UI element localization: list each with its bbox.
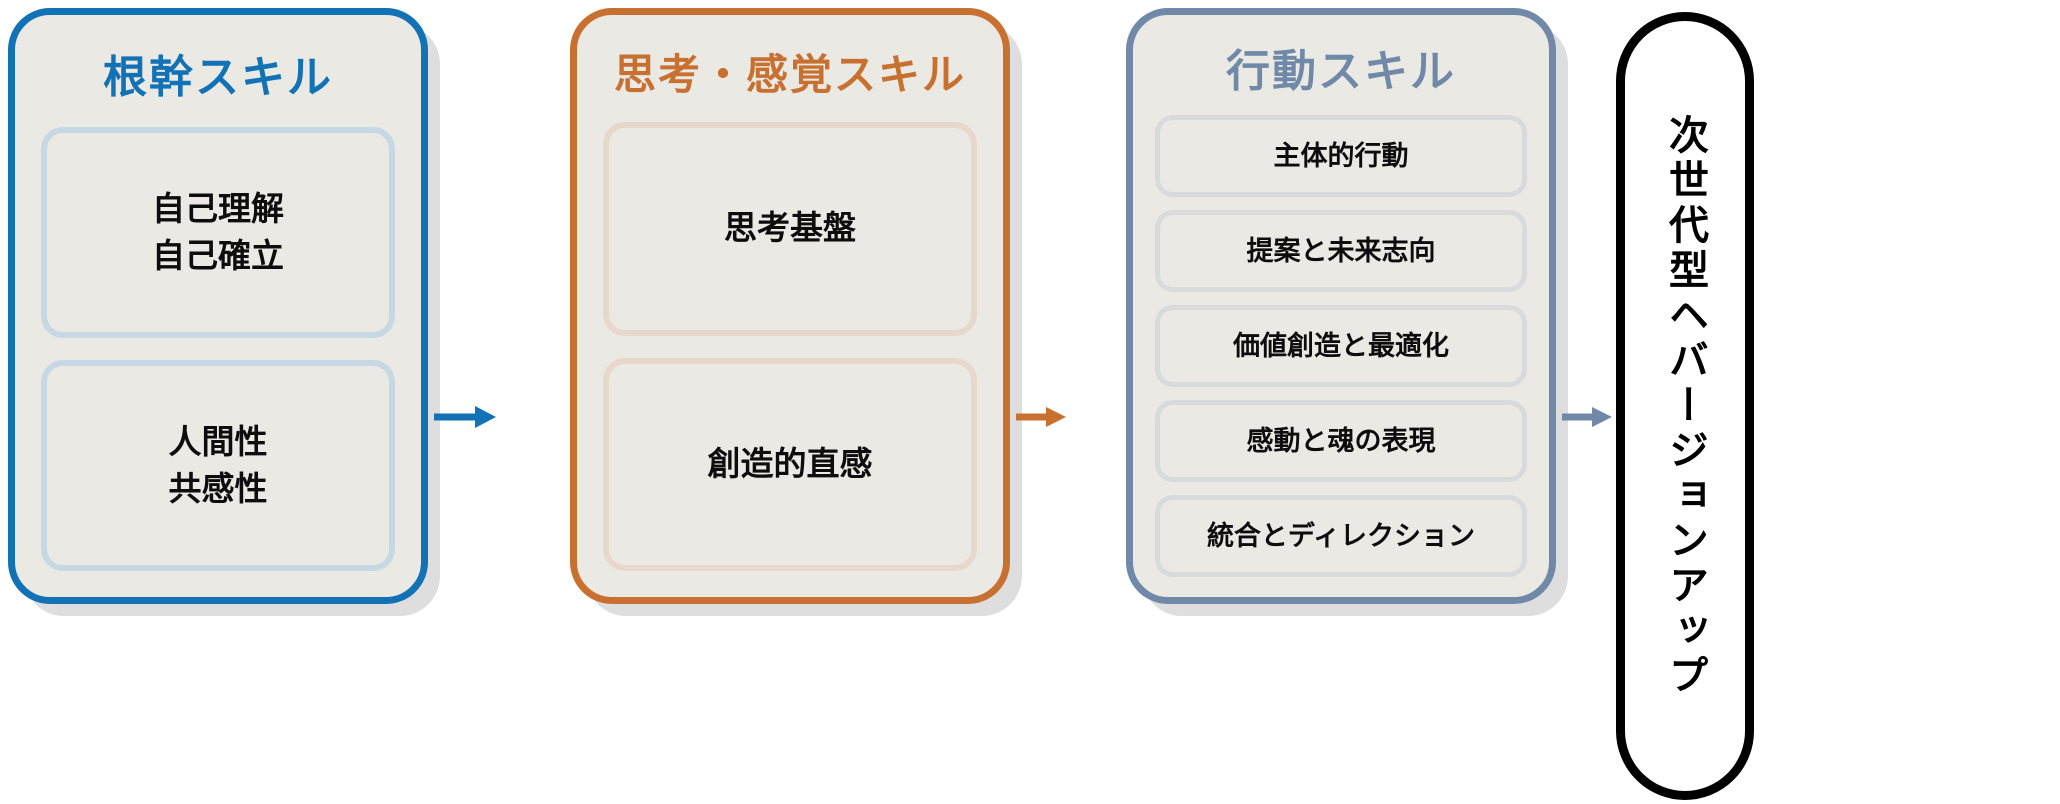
card-creative-intuition[interactable]: 創造的直感 [603,357,977,571]
card-line: 共感性 [168,469,268,507]
card-line: 人間性 [168,422,268,460]
panel-outcome: 次世代型ヘバージョンアップ [1616,12,1754,800]
card-emotion-soul-expression[interactable]: 感動と魂の表現 [1155,400,1527,482]
panel-core-skills: 根幹スキル 自己理解 自己確立 人間性 共感性 [8,8,428,604]
panel-thinking-sensory-skills-title: 思考・感覚スキル [613,51,966,98]
card-line: 自己理解 [152,189,284,227]
card-humanity-empathy[interactable]: 人間性 共感性 [41,360,395,571]
card-integration-direction[interactable]: 統合とディレクション [1155,495,1527,577]
card-line: 提案と未来志向 [1246,235,1436,266]
card-proactive-action[interactable]: 主体的行動 [1155,115,1527,197]
card-proposal-future-orientation[interactable]: 提案と未来志向 [1155,210,1527,292]
card-line: 感動と魂の表現 [1246,425,1436,456]
outcome-label: 次世代型ヘバージョンアップ [1663,113,1707,699]
panel-thinking-sensory-skills: 思考・感覚スキル 思考基盤 創造的直感 [570,8,1010,604]
card-line: 自己確立 [152,236,284,274]
card-line: 統合とディレクション [1206,520,1476,551]
card-line: 創造的直感 [707,444,873,482]
panel-action-skills-title: 行動スキル [1226,47,1456,96]
card-line: 価値創造と最適化 [1233,330,1449,361]
card-thinking-foundation[interactable]: 思考基盤 [603,122,977,336]
arrow-think-to-action-icon [1016,404,1068,430]
card-line: 主体的行動 [1273,140,1409,171]
panel-core-skills-title: 根幹スキル [103,53,333,102]
arrow-action-to-outcome-icon [1562,404,1614,430]
card-self-understanding[interactable]: 自己理解 自己確立 [41,127,395,338]
arrow-core-to-think-icon [434,404,498,430]
panel-action-skills-card-list: 主体的行動 提案と未来志向 価値創造と最適化 感動と魂の表現 統合とディレクショ… [1155,115,1527,577]
panel-thinking-sensory-skills-card-list: 思考基盤 創造的直感 [603,122,977,571]
panel-action-skills: 行動スキル 主体的行動 提案と未来志向 価値創造と最適化 感動と魂の表現 統合と… [1126,8,1556,604]
card-line: 思考基盤 [724,209,856,247]
card-value-creation-optimization[interactable]: 価値創造と最適化 [1155,305,1527,387]
panel-core-skills-card-list: 自己理解 自己確立 人間性 共感性 [41,127,395,571]
